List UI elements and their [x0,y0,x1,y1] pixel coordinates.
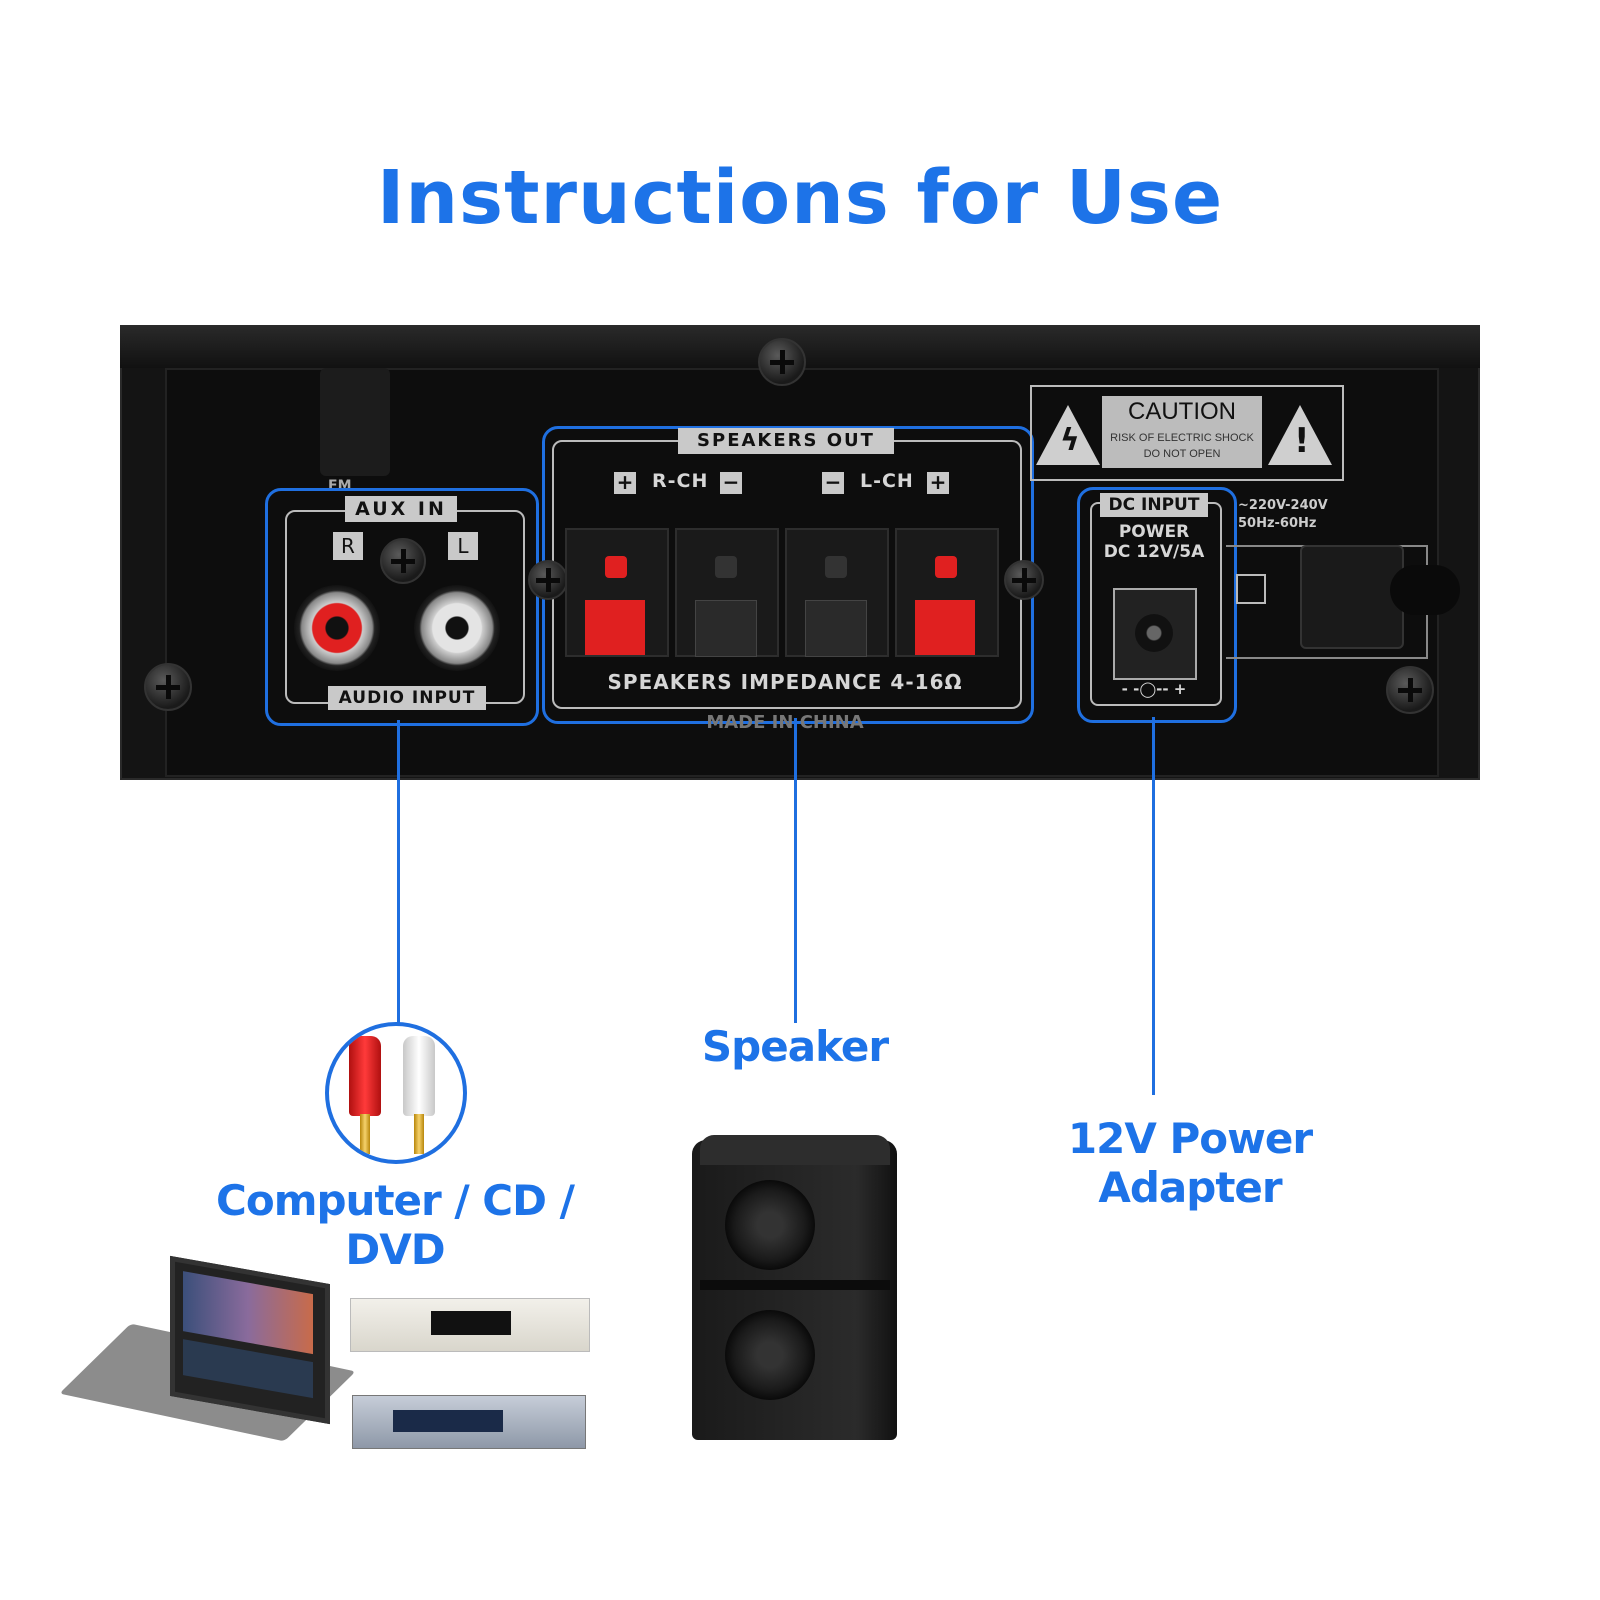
speaker-divider [700,1280,890,1290]
r-ch-minus-mark: − [720,472,742,494]
rca-red-jack[interactable] [294,585,380,671]
aux-screw-icon [380,538,426,584]
aux-connector-line [397,720,400,1026]
l-ch-plus-mark: + [927,472,949,494]
dc-power-jack[interactable] [1113,588,1197,680]
speaker-terminal-l-minus[interactable] [785,528,889,657]
exclamation-warning-icon: ! [1268,405,1332,465]
audio-input-label: AUDIO INPUT [328,686,486,710]
l-ch-minus-mark: − [822,472,844,494]
lightning-warning-icon: ϟ [1036,405,1100,465]
aux-r-label: R [333,532,363,560]
speaker-terminal-r-minus[interactable] [675,528,779,657]
speaker-terminal-l-plus[interactable] [895,528,999,657]
double-insulation-icon [1236,574,1266,604]
source-devices-caption: Computer / CD / DVD [216,1176,575,1274]
dc-input-highlight [1077,487,1237,723]
r-ch-plus-mark: + [614,472,636,494]
dc-input-header: DC INPUT [1100,493,1208,517]
dc-polarity-label: - -◯-- + [1121,680,1187,698]
laptop-icon [170,1255,330,1425]
ac-frequency-label: 50Hz-60Hz [1238,516,1317,531]
power-connector-line [1152,717,1155,1095]
rca-white-jack[interactable] [414,585,500,671]
right-screw-icon [1386,666,1434,714]
speaker-icon [692,1140,897,1440]
speaker-caption: Speaker [701,1022,889,1071]
aux-in-highlight [265,488,539,726]
speaker-left-screw-icon [528,560,568,600]
aux-l-label: L [448,532,478,560]
speaker-right-screw-icon [1004,560,1044,600]
made-in-china-label: MADE IN CHINA [706,712,864,733]
ac-power-plug [1300,545,1404,649]
left-screw-icon [144,663,192,711]
dc-rating-label: DC 12V/5A [1103,542,1205,562]
cd-player-icon [350,1298,590,1352]
caution-line1: RISK OF ELECTRIC SHOCK [1110,432,1254,444]
speakers-out-header: SPEAKERS OUT [678,428,894,454]
ac-voltage-label: ~220V-240V [1238,498,1328,513]
page-title: Instructions for Use [376,155,1224,241]
l-ch-label: L-CH [860,470,914,492]
speaker-top-handle [700,1135,890,1165]
fm-antenna-tab [320,368,390,476]
rca-plug-icon [325,1022,467,1164]
speakers-impedance-label: SPEAKERS IMPEDANCE 4-16Ω [607,670,963,694]
ac-power-cable [1390,565,1460,615]
speaker-terminal-r-plus[interactable] [565,528,669,657]
top-screw-icon [758,338,806,386]
dc-power-label: POWER [1118,522,1190,542]
caution-line2: DO NOT OPEN [1143,448,1221,460]
power-adapter-caption: 12V Power Adapter [1067,1114,1313,1212]
caution-box [1030,385,1344,481]
caution-label-plate [1102,396,1262,468]
aux-in-header: AUX IN [345,496,457,522]
speaker-upper-woofer [725,1180,815,1270]
speaker-connector-line [794,718,797,1023]
speaker-lower-woofer [725,1310,815,1400]
r-ch-label: R-CH [652,470,709,492]
caution-title: CAUTION [1128,398,1236,425]
dvd-player-icon [352,1395,586,1449]
